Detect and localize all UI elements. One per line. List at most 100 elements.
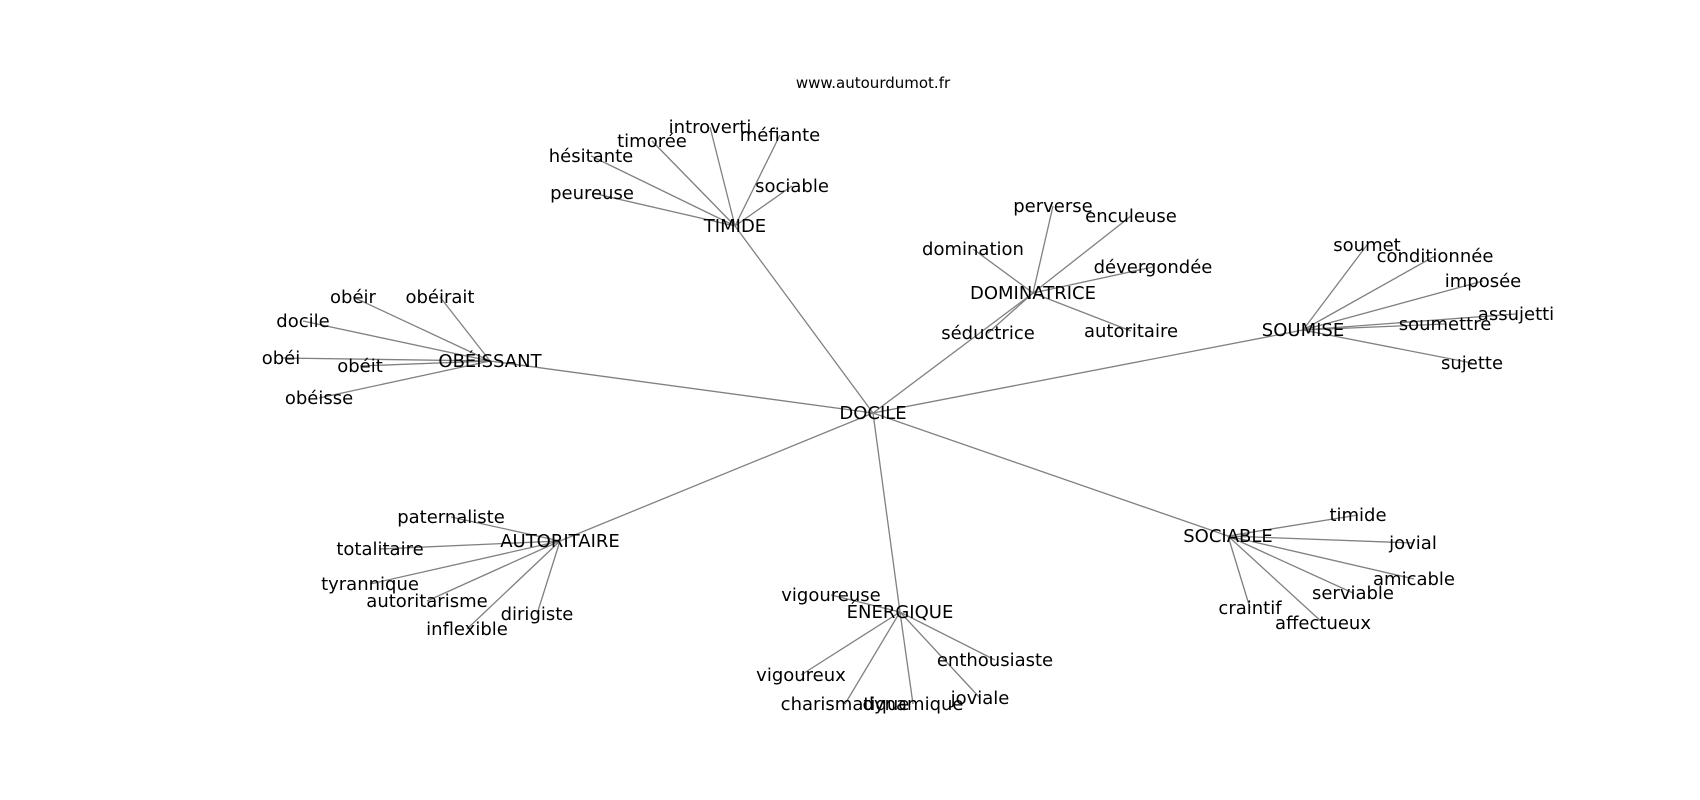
edge-dominatrice-seductrice bbox=[987, 292, 1034, 334]
node-leaf-paternaliste[interactable]: paternaliste bbox=[397, 507, 505, 528]
edge-sociable-jovial bbox=[1227, 535, 1414, 544]
node-leaf-soumettre[interactable]: soumettre bbox=[1399, 314, 1492, 335]
edge-soumise-sujette bbox=[1302, 329, 1473, 364]
edge-autoritaire-totalitaire bbox=[379, 540, 561, 550]
node-leaf-docile[interactable]: docile bbox=[276, 311, 329, 332]
node-leaf-inflexible[interactable]: inflexible bbox=[426, 619, 508, 640]
edge-docile-timide bbox=[734, 225, 874, 414]
node-leaf-conditionnee[interactable]: conditionnée bbox=[1377, 246, 1494, 267]
node-hub-obeissant[interactable]: OBÉISSANT bbox=[438, 350, 542, 372]
node-hub-autoritaire[interactable]: AUTORITAIRE bbox=[500, 531, 620, 552]
node-leaf-timide[interactable]: timide bbox=[1329, 505, 1386, 526]
edge-soumise-soumet bbox=[1302, 244, 1368, 331]
edge-autoritaire-inflexible bbox=[466, 540, 561, 630]
node-hub-sociable[interactable]: SOCIABLE bbox=[1183, 526, 1273, 547]
node-leaf-seductrice[interactable]: séductrice bbox=[941, 323, 1035, 344]
edge-energique-vigoureux bbox=[800, 611, 901, 676]
node-leaf-obeit[interactable]: obéit bbox=[337, 356, 383, 377]
node-leaf-vigoureux[interactable]: vigoureux bbox=[756, 665, 846, 686]
edge-timide-hesitante bbox=[590, 155, 736, 227]
node-leaf-introverti[interactable]: introverti bbox=[669, 117, 752, 138]
edge-energique-joviale bbox=[899, 611, 981, 699]
edge-docile-sociable bbox=[872, 412, 1229, 537]
node-leaf-enculeuse[interactable]: enculeuse bbox=[1085, 206, 1177, 227]
edge-dominatrice-domination bbox=[972, 248, 1034, 294]
edge-sociable-craintif bbox=[1227, 535, 1251, 609]
node-leaf-charismatique[interactable]: charismatique bbox=[781, 694, 910, 715]
edge-docile-autoritaire bbox=[559, 412, 874, 542]
node-leaf-affectueux[interactable]: affectueux bbox=[1275, 613, 1371, 634]
node-hub-timide[interactable]: TIMIDE bbox=[703, 216, 766, 237]
node-leaf-autoritaire[interactable]: autoritaire bbox=[1084, 321, 1178, 342]
edge-soumise-assujetti bbox=[1302, 313, 1517, 331]
edge-dominatrice-enculeuse bbox=[1032, 215, 1132, 294]
edge-energique-vigoureuse bbox=[830, 594, 901, 613]
edge-energique-charismatique bbox=[844, 611, 901, 705]
edge-soumise-conditionnee bbox=[1302, 255, 1436, 331]
node-leaf-peureuse[interactable]: peureuse bbox=[550, 183, 634, 204]
edge-sociable-serviable bbox=[1227, 535, 1354, 594]
edge-timide-timoree bbox=[651, 140, 736, 227]
edge-obeissant-obeit bbox=[359, 360, 491, 367]
edge-sociable-affectueux bbox=[1227, 535, 1324, 624]
node-leaf-obei[interactable]: obéi bbox=[262, 348, 301, 369]
node-hub-energique[interactable]: ÉNERGIQUE bbox=[847, 601, 954, 623]
node-leaf-craintif[interactable]: craintif bbox=[1218, 598, 1282, 619]
edge-timide-sociable bbox=[734, 185, 793, 227]
edge-timide-peureuse bbox=[591, 192, 736, 227]
edge-sociable-timide bbox=[1227, 514, 1359, 537]
node-leaf-autoritarisme[interactable]: autoritarisme bbox=[366, 591, 487, 612]
node-leaf-totalitaire[interactable]: totalitaire bbox=[336, 539, 423, 560]
edge-timide-introverti bbox=[709, 126, 736, 227]
node-leaf-tyrannique[interactable]: tyrannique bbox=[321, 574, 419, 595]
node-leaf-dynamique[interactable]: dynamique bbox=[863, 694, 964, 715]
edge-soumise-imposee bbox=[1302, 280, 1484, 331]
node-leaf-joviale[interactable]: joviale bbox=[950, 688, 1010, 709]
edge-autoritaire-tyrannique bbox=[369, 540, 561, 585]
node-leaf-amicable[interactable]: amicable bbox=[1373, 569, 1455, 590]
node-leaf-enthousiaste[interactable]: enthousiaste bbox=[937, 650, 1053, 671]
node-leaf-mefiante[interactable]: méfiante bbox=[740, 125, 821, 146]
node-leaf-domination[interactable]: domination bbox=[922, 239, 1024, 260]
edge-autoritaire-dirigiste bbox=[536, 540, 561, 615]
node-leaf-dirigiste[interactable]: dirigiste bbox=[501, 604, 574, 625]
node-leaf-obeir[interactable]: obéir bbox=[330, 287, 377, 308]
node-leaf-assujetti[interactable]: assujetti bbox=[1478, 304, 1554, 325]
edge-soumise-soumettre bbox=[1302, 323, 1446, 331]
edge-docile-obeissant bbox=[489, 360, 874, 414]
node-leaf-soumet[interactable]: soumet bbox=[1333, 235, 1400, 256]
node-leaf-timoree[interactable]: timorée bbox=[617, 131, 687, 152]
edge-energique-enthousiaste bbox=[899, 611, 996, 661]
node-center-docile[interactable]: DOCILE bbox=[839, 403, 906, 424]
edge-autoritaire-autoritarisme bbox=[426, 540, 561, 602]
edge-dominatrice-devergondee bbox=[1032, 266, 1154, 294]
node-leaf-perverse[interactable]: perverse bbox=[1013, 196, 1092, 217]
node-leaf-vigoureuse[interactable]: vigoureuse bbox=[781, 585, 880, 606]
node-leaf-sociable[interactable]: sociable bbox=[755, 176, 829, 197]
source-url: www.autourdumot.fr bbox=[796, 74, 951, 92]
node-hub-soumise[interactable]: SOUMISE bbox=[1262, 320, 1344, 341]
node-leaf-hesitante[interactable]: hésitante bbox=[549, 146, 634, 167]
edge-dominatrice-autoritaire bbox=[1032, 292, 1132, 332]
node-leaf-jovial[interactable]: jovial bbox=[1388, 533, 1437, 554]
node-leaf-serviable[interactable]: serviable bbox=[1312, 583, 1394, 604]
edge-obeissant-obeir bbox=[352, 296, 491, 362]
node-hub-dominatrice[interactable]: DOMINATRICE bbox=[970, 283, 1096, 304]
node-leaf-devergondee[interactable]: dévergondée bbox=[1094, 257, 1213, 278]
node-leaf-imposee[interactable]: imposée bbox=[1445, 271, 1522, 292]
node-leaf-obeisse[interactable]: obéisse bbox=[285, 388, 353, 409]
edge-dominatrice-perverse bbox=[1032, 205, 1054, 294]
edge-docile-energique bbox=[872, 412, 901, 613]
edge-obeissant-obeirait bbox=[439, 296, 491, 362]
edge-timide-mefiante bbox=[734, 134, 781, 227]
edge-docile-soumise bbox=[872, 329, 1304, 414]
edge-obeissant-obei bbox=[280, 357, 491, 362]
edge-obeissant-obeisse bbox=[318, 360, 491, 399]
edge-autoritaire-paternaliste bbox=[450, 516, 561, 542]
node-leaf-sujette[interactable]: sujette bbox=[1441, 353, 1503, 374]
node-leaf-obeirait[interactable]: obéirait bbox=[405, 287, 474, 308]
edge-docile-dominatrice bbox=[872, 292, 1034, 414]
graph-edges bbox=[280, 126, 1517, 705]
